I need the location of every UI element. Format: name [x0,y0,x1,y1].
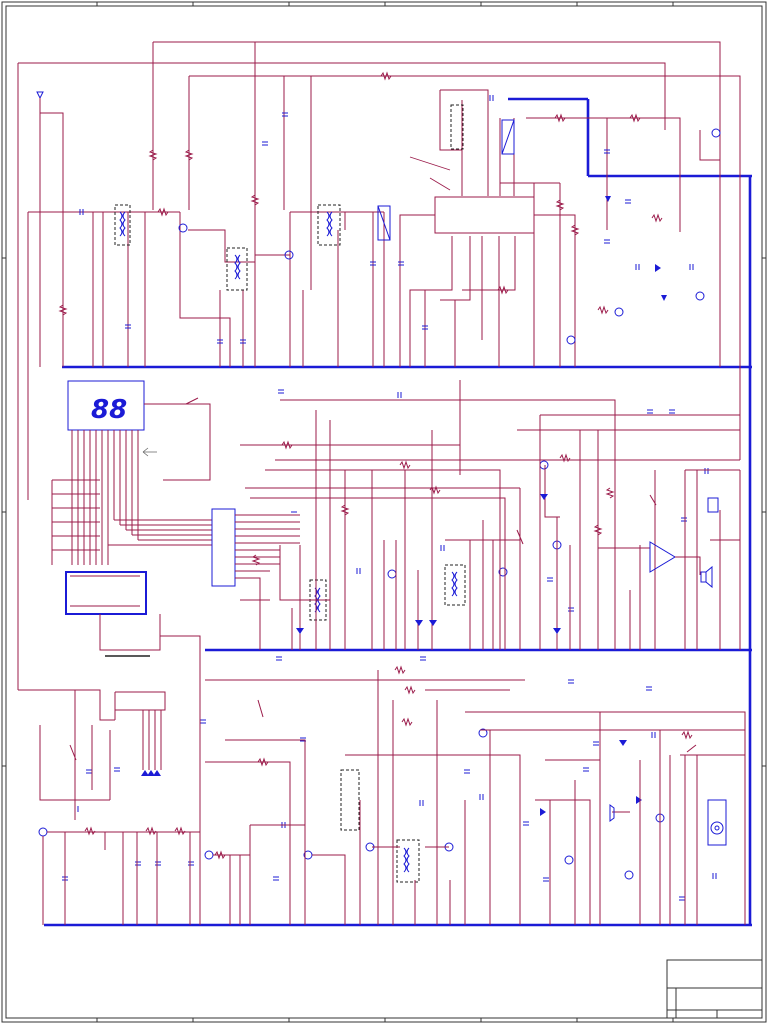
display-readout: 88 [91,395,127,425]
segment-lines [51,430,212,565]
audio-amp [649,497,719,589]
display-module [67,380,211,481]
lower-wiring [18,670,746,925]
keypad-connector [65,571,201,925]
rf-front-end [27,97,456,500]
output-transducer [609,799,727,846]
coil-boxes [114,104,466,883]
title-block [666,959,763,1019]
ground-bus-lines [44,97,752,927]
middle-wiring [240,380,741,650]
switches [69,494,697,761]
diodes [141,196,667,816]
transistors [38,128,721,880]
coil-symbols [119,119,515,873]
control-ic [211,508,300,650]
capacitors [62,95,717,901]
top-ic-block [399,156,576,367]
antenna-icon [36,91,44,113]
